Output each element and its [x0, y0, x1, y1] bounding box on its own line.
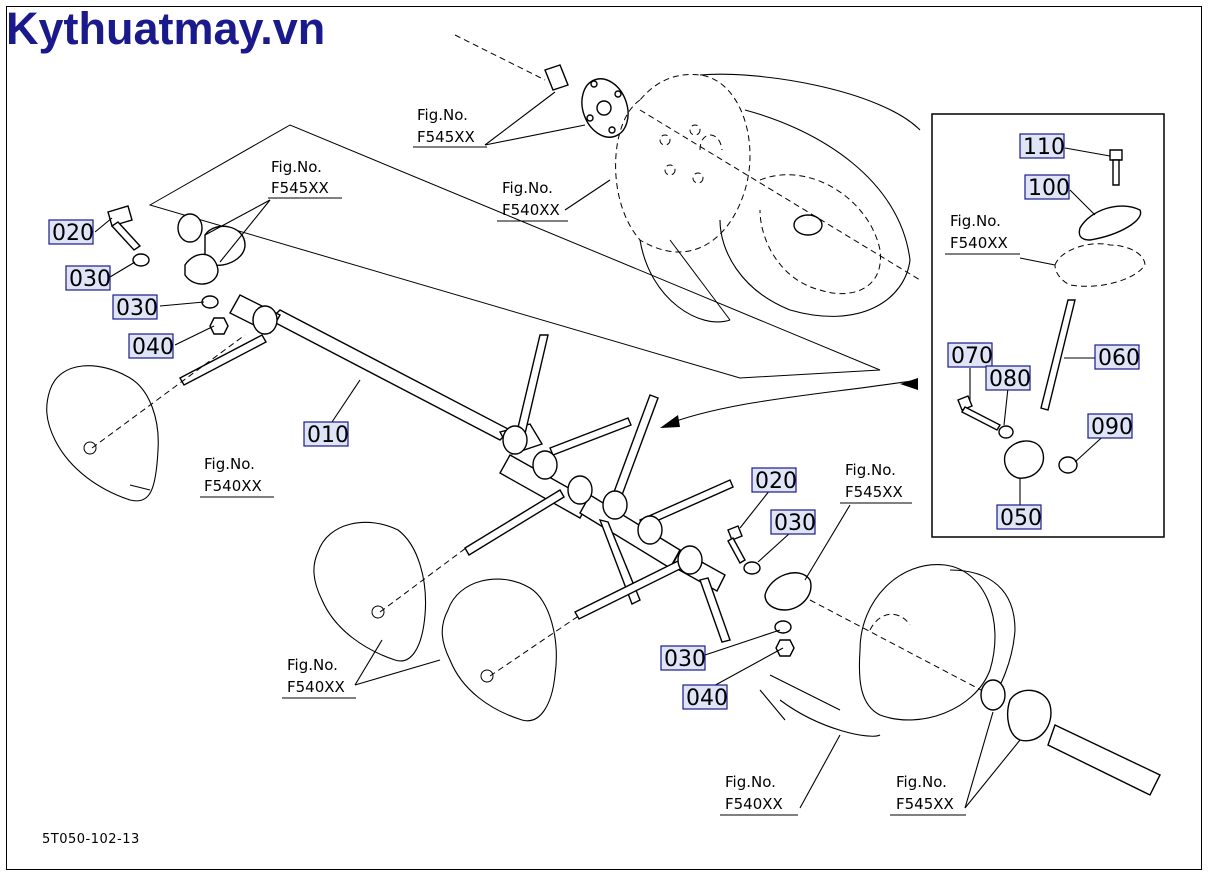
callout-030-left-upper[interactable]: 030	[65, 265, 111, 292]
svg-text:100: 100	[1028, 176, 1070, 201]
callout-080[interactable]: 080	[985, 365, 1031, 392]
brand-watermark: Kythuatmay.vn	[6, 3, 326, 54]
svg-text:Fig.No.: Fig.No.	[845, 461, 896, 479]
svg-text:040: 040	[686, 686, 728, 711]
callout-030-right-upper[interactable]: 030	[770, 509, 816, 536]
callout-020-left[interactable]: 020	[48, 219, 94, 246]
svg-text:030: 030	[69, 267, 111, 292]
callout-050[interactable]: 050	[996, 504, 1042, 531]
svg-text:Fig.No.: Fig.No.	[950, 212, 1001, 230]
svg-text:090: 090	[1091, 415, 1133, 440]
drawing-frame	[6, 6, 1202, 870]
leader-lines	[94, 91, 1111, 809]
callout-030-right-lower[interactable]: 030	[660, 645, 706, 672]
svg-text:110: 110	[1023, 135, 1065, 160]
svg-text:Fig.No.: Fig.No.	[896, 773, 947, 791]
svg-text:F540XX: F540XX	[950, 234, 1008, 252]
svg-text:Fig.No.: Fig.No.	[417, 106, 468, 124]
callout-070[interactable]: 070	[947, 342, 993, 369]
callout-010-shaft[interactable]: 010	[303, 421, 349, 448]
callout-040-right[interactable]: 040	[682, 684, 728, 711]
left-bracket-parts	[107, 205, 246, 335]
fig-ref-top-shaft[interactable]: Fig.No. F545XX	[413, 106, 487, 148]
svg-text:F540XX: F540XX	[502, 201, 560, 219]
svg-text:020: 020	[52, 221, 94, 246]
svg-text:070: 070	[951, 344, 993, 369]
svg-text:F540XX: F540XX	[204, 477, 262, 495]
callout-090[interactable]: 090	[1087, 413, 1133, 440]
svg-text:F540XX: F540XX	[725, 795, 783, 813]
callout-110[interactable]: 110	[1019, 133, 1065, 160]
fig-ref-inset[interactable]: Fig.No. F540XX	[945, 212, 1020, 255]
fig-ref-top-left[interactable]: Fig.No. F545XX	[268, 158, 342, 199]
svg-text:030: 030	[116, 296, 158, 321]
svg-text:F545XX: F545XX	[845, 483, 903, 501]
svg-text:010: 010	[307, 423, 349, 448]
svg-text:050: 050	[1000, 506, 1042, 531]
svg-text:Fig.No.: Fig.No.	[287, 656, 338, 674]
top-wheel-assembly	[148, 34, 921, 379]
callout-020-right[interactable]: 020	[751, 467, 797, 494]
callout-030-left-lower[interactable]: 030	[112, 294, 158, 321]
fig-ref-mid-plates[interactable]: Fig.No. F540XX	[282, 656, 356, 699]
fig-ref-left-plate[interactable]: Fig.No. F540XX	[200, 455, 274, 498]
callout-040-left[interactable]: 040	[128, 333, 174, 360]
callout-100[interactable]: 100	[1024, 174, 1070, 201]
drawing-code: 5T050-102-13	[42, 832, 140, 847]
svg-text:F545XX: F545XX	[417, 128, 475, 146]
fig-ref-bottom-wheel[interactable]: Fig.No. F540XX	[720, 773, 798, 816]
detail-arrow	[664, 379, 919, 426]
svg-text:Fig.No.: Fig.No.	[204, 455, 255, 473]
fig-ref-bottom-hub[interactable]: Fig.No. F545XX	[890, 773, 966, 816]
svg-text:040: 040	[132, 335, 174, 360]
svg-text:F545XX: F545XX	[896, 795, 954, 813]
svg-text:030: 030	[664, 647, 706, 672]
callout-060[interactable]: 060	[1094, 344, 1140, 371]
tine-plates	[46, 334, 581, 722]
svg-text:F545XX: F545XX	[271, 179, 329, 197]
bottom-wheel-assembly	[727, 525, 1161, 796]
fig-ref-top-wheel[interactable]: Fig.No. F540XX	[497, 179, 568, 222]
svg-text:Fig.No.: Fig.No.	[271, 158, 322, 176]
svg-text:Fig.No.: Fig.No.	[502, 179, 553, 197]
svg-text:020: 020	[755, 469, 797, 494]
svg-text:F540XX: F540XX	[287, 678, 345, 696]
svg-text:Fig.No.: Fig.No.	[725, 773, 776, 791]
svg-text:060: 060	[1098, 346, 1140, 371]
main-shaft-assembly	[179, 294, 734, 643]
svg-text:080: 080	[989, 367, 1031, 392]
fig-ref-right-bracket[interactable]: Fig.No. F545XX	[840, 461, 912, 504]
svg-text:030: 030	[774, 511, 816, 536]
